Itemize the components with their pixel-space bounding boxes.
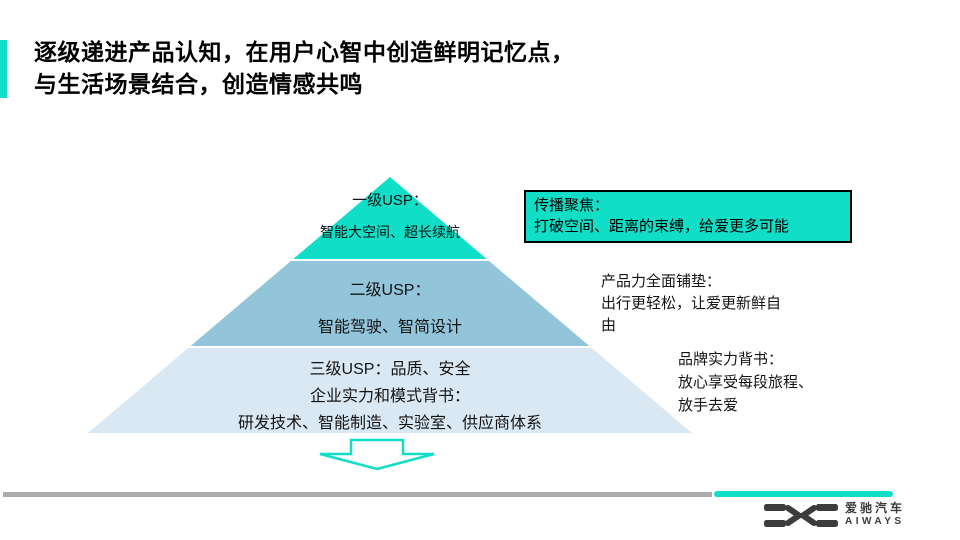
- page-title-line-2: 与生活场景结合，创造情感共鸣: [34, 71, 363, 97]
- aiways-logo-text: 爱驰汽车 AIWAYS: [845, 502, 905, 527]
- page-title-line-1: 逐级递进产品认知，在用户心智中创造鲜明记忆点，: [34, 39, 575, 65]
- down-arrow-icon: [319, 438, 435, 471]
- logo-bar-top-left: [764, 504, 786, 511]
- focus-callout-line-2: 打破空间、距离的束缚，给爱更多可能: [534, 218, 790, 235]
- page-title: 逐级递进产品认知，在用户心智中创造鲜明记忆点， 与生活场景结合，创造情感共鸣: [34, 36, 734, 100]
- focus-callout-box: 传播聚焦： 打破空间、距离的束缚，给爱更多可能: [524, 190, 852, 243]
- title-accent-bar: [0, 40, 7, 98]
- footer-divider-teal: [714, 491, 893, 497]
- level-2-subtitle: 智能驾驶、智简设计: [317, 319, 462, 336]
- level-1-title: 一级USP：: [352, 192, 428, 209]
- aiways-logo-icon: [764, 504, 838, 527]
- logo-english-name: AIWAYS: [845, 516, 905, 527]
- level-2-title: 二级USP：: [349, 282, 431, 299]
- logo-chevron-left: [797, 505, 817, 526]
- brand-annotation-line-2: 放心享受每段旅程、: [678, 374, 814, 391]
- logo-bar-bottom-right: [816, 520, 838, 527]
- brand-annotation-line-3: 放手去爱: [678, 397, 739, 414]
- level-3-line-1: 三级USP：品质、安全: [309, 361, 471, 378]
- brand-annotation-line-1: 品牌实力背书：: [678, 351, 784, 368]
- level-3-line-2: 企业实力和模式背书：: [309, 388, 470, 405]
- logo-chinese-name: 爱驰汽车: [845, 501, 906, 515]
- down-arrow-outline: [319, 438, 435, 471]
- focus-callout-line-1: 传播聚焦：: [534, 197, 610, 214]
- logo-chevron-right: [785, 505, 805, 526]
- level-1-subtitle: 智能大空间、超长续航: [320, 224, 460, 240]
- product-annotation: 产品力全面铺垫： 出行更轻松，让爱更新鲜自 由: [601, 271, 851, 337]
- brand-annotation: 品牌实力背书： 放心享受每段旅程、 放手去爱: [678, 348, 888, 417]
- footer-divider-gray: [3, 492, 712, 497]
- product-annotation-line-3: 由: [601, 317, 617, 334]
- product-annotation-line-2: 出行更轻松，让爱更新鲜自: [601, 295, 782, 312]
- level-3-line-3: 研发技术、智能制造、实验室、供应商体系: [237, 415, 542, 432]
- pyramid-level-3-shape: [88, 346, 692, 433]
- logo-bar-bottom-left: [764, 520, 786, 527]
- product-annotation-line-1: 产品力全面铺垫：: [601, 273, 722, 290]
- logo-bar-top-right: [816, 504, 838, 511]
